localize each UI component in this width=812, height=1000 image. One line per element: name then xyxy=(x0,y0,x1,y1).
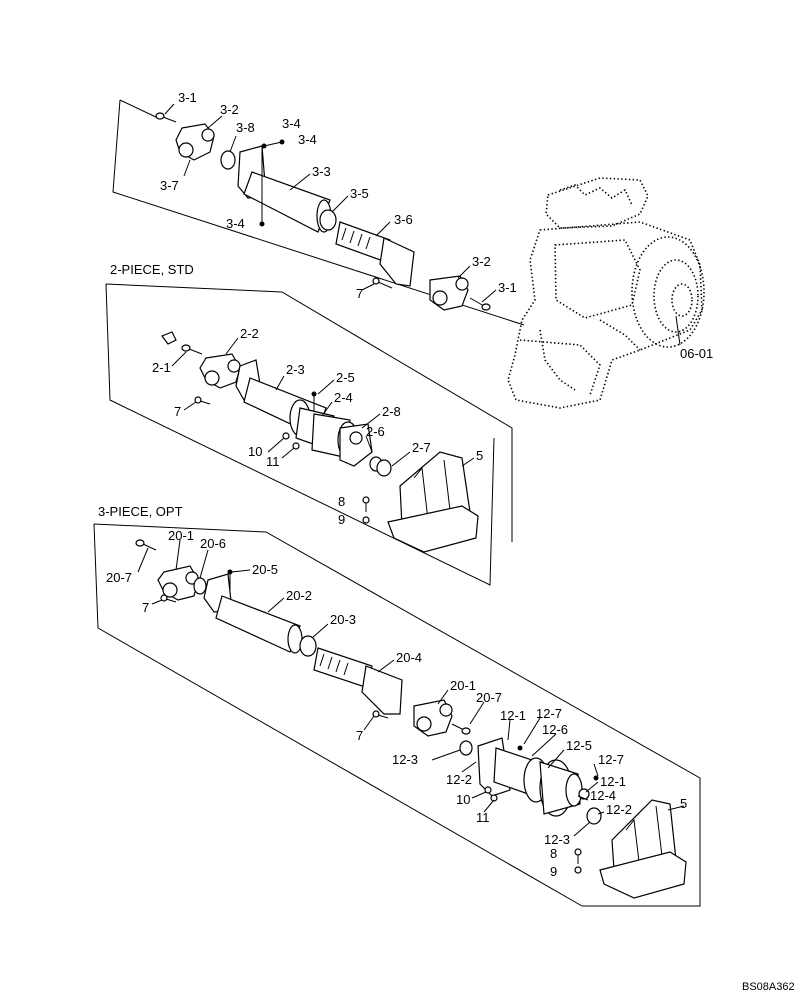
callout-12-3-a: 12-3 xyxy=(392,752,418,767)
callout-12-1-b: 12-1 xyxy=(600,774,626,789)
callout-3-2-a: 3-2 xyxy=(220,102,239,117)
three-piece-outline xyxy=(93,523,701,907)
two-piece-parts xyxy=(161,331,479,553)
callout-2-4: 2-4 xyxy=(334,390,353,405)
callout-9-two-piece: 9 xyxy=(338,512,345,527)
callout-11-two-piece: 11 xyxy=(266,454,280,469)
callout-2-3: 2-3 xyxy=(286,362,305,377)
callout-8-three-piece: 8 xyxy=(550,846,557,861)
callout-2-2: 2-2 xyxy=(240,326,259,341)
three-piece-parts xyxy=(135,539,687,899)
callout-12-7-a: 12-7 xyxy=(536,706,562,721)
callout-12-3-b: 12-3 xyxy=(544,832,570,847)
callout-3-4-c: 3-4 xyxy=(226,216,245,231)
callout-3-5: 3-5 xyxy=(350,186,369,201)
callout-3-4-a: 3-4 xyxy=(282,116,301,131)
callout-20-1-a: 20-1 xyxy=(168,528,194,543)
callout-9-three-piece: 9 xyxy=(550,864,557,879)
callout-8-two-piece: 8 xyxy=(338,494,345,509)
transmission-housing xyxy=(507,177,705,409)
callout-20-7-a: 20-7 xyxy=(106,570,132,585)
callout-12-2-a: 12-2 xyxy=(446,772,472,787)
callout-20-4: 20-4 xyxy=(396,650,422,665)
callout-3-1-b: 3-1 xyxy=(498,280,517,295)
top-leader-lines xyxy=(164,103,681,346)
callout-20-7-b: 20-7 xyxy=(476,690,502,705)
callout-3-1-a: 3-1 xyxy=(178,90,197,105)
callout-5-three-piece: 5 xyxy=(680,796,687,811)
callout-12-4: 12-4 xyxy=(590,788,616,803)
callout-20-3: 20-3 xyxy=(330,612,356,627)
callout-20-5: 20-5 xyxy=(252,562,278,577)
callout-3-4-b: 3-4 xyxy=(298,132,317,147)
callout-3-6: 3-6 xyxy=(394,212,413,227)
callout-7-two-piece: 7 xyxy=(174,404,181,419)
callout-2-7: 2-7 xyxy=(412,440,431,455)
callout-3-7: 3-7 xyxy=(160,178,179,193)
callout-10-two-piece: 10 xyxy=(248,444,262,459)
callout-7-top: 7 xyxy=(356,286,363,301)
callout-20-2: 20-2 xyxy=(286,588,312,603)
callout-12-6: 12-6 xyxy=(542,722,568,737)
callout-12-5: 12-5 xyxy=(566,738,592,753)
callout-7-three-piece-a: 7 xyxy=(142,600,149,615)
callout-20-6: 20-6 xyxy=(200,536,226,551)
callout-5-two-piece: 5 xyxy=(476,448,483,463)
callout-2-8: 2-8 xyxy=(382,404,401,419)
callout-2-6: 2-6 xyxy=(366,424,385,439)
callout-12-1-a: 12-1 xyxy=(500,708,526,723)
callout-2-5: 2-5 xyxy=(336,370,355,385)
top-section-outline xyxy=(112,99,525,326)
section-title-2-piece: 2-PIECE, STD xyxy=(110,262,194,277)
three-piece-leaders xyxy=(137,539,685,837)
section-title-3-piece: 3-PIECE, OPT xyxy=(98,504,183,519)
callout-12-2-b: 12-2 xyxy=(606,802,632,817)
drawing-code: BS08A362 xyxy=(742,981,795,993)
callout-11-three-piece: 11 xyxy=(476,810,490,825)
two-piece-outline xyxy=(105,283,513,586)
callout-06-01: 06-01 xyxy=(680,346,713,361)
callout-3-8: 3-8 xyxy=(236,120,255,135)
callout-3-3: 3-3 xyxy=(312,164,331,179)
callout-10-three-piece: 10 xyxy=(456,792,470,807)
callout-2-1: 2-1 xyxy=(152,360,171,375)
callout-7-three-piece-b: 7 xyxy=(356,728,363,743)
callout-20-1-b: 20-1 xyxy=(450,678,476,693)
two-piece-leaders xyxy=(171,337,475,467)
callout-3-2-b: 3-2 xyxy=(472,254,491,269)
top-shaft-parts xyxy=(155,112,491,311)
callout-12-7-b: 12-7 xyxy=(598,752,624,767)
